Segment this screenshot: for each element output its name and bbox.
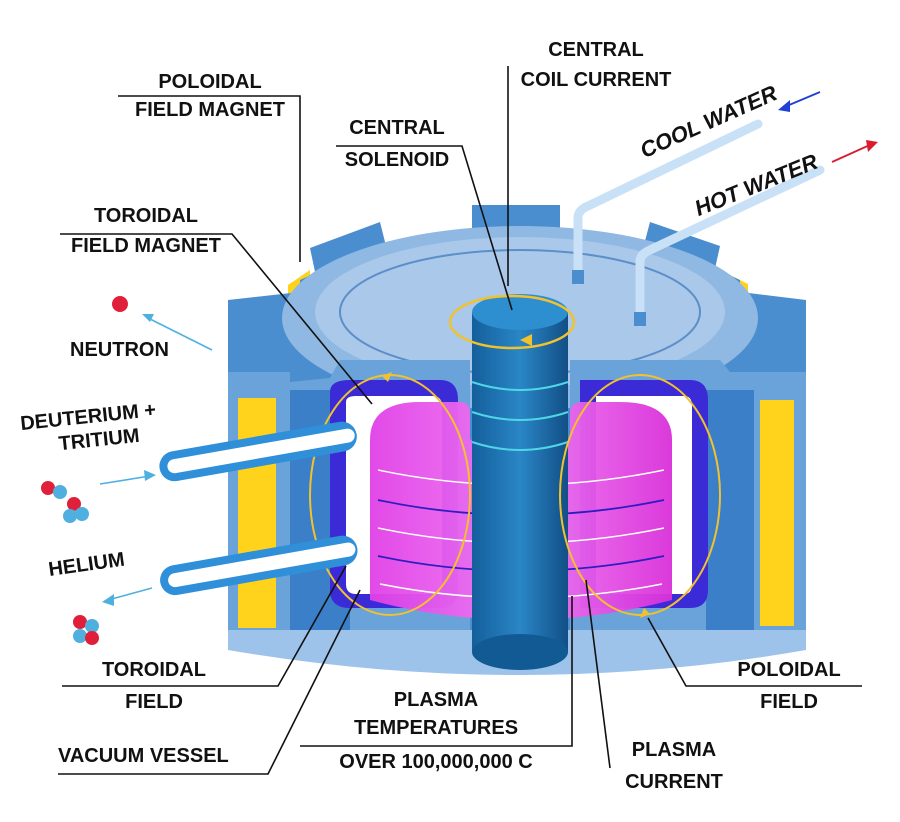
label-toroidal-field-magnet-line1: TOROIDAL xyxy=(93,205,199,227)
label-toroidal-field-magnet: TOROIDAL FIELD MAGNET xyxy=(60,206,232,256)
label-plasma-temperatures: PLASMA TEMPERATURES OVER 100,000,000 C xyxy=(318,690,554,772)
label-plasma-temperatures-line2: TEMPERATURES xyxy=(353,717,519,739)
leader-lines xyxy=(58,66,862,775)
yellow-magnet-right xyxy=(760,400,794,626)
label-poloidal-field-magnet: POLOIDAL FIELD MAGNET xyxy=(118,72,302,120)
leader-toroidal-field-magnet xyxy=(60,233,373,405)
leader-vacuum-vessel xyxy=(58,589,361,775)
helium-tube-bore xyxy=(168,542,356,588)
label-central-solenoid-line2: SOLENOID xyxy=(344,149,450,171)
poloidal-arrow-1 xyxy=(382,372,392,382)
tritium-proton xyxy=(67,497,81,511)
solenoid-band-2 xyxy=(471,411,569,421)
coil-current-loop xyxy=(448,294,576,350)
particles xyxy=(41,296,213,645)
hot-pipe-fitting xyxy=(634,312,646,326)
leader-plasma-temperatures xyxy=(300,596,573,747)
leader-poloidal-field xyxy=(647,617,862,687)
cool-pipe-fitting xyxy=(572,270,584,284)
leader-toroidal-field xyxy=(62,565,347,687)
helium-arrow-line xyxy=(107,587,153,601)
leader-central-solenoid xyxy=(336,145,513,311)
neutron-arrow-head xyxy=(142,314,154,322)
poloidal-field-lines xyxy=(309,372,721,618)
solenoid-bottom xyxy=(472,634,568,670)
label-central-coil-current-line2: COIL CURRENT xyxy=(520,69,672,91)
label-toroidal-field: TOROIDAL FIELD xyxy=(84,660,224,712)
cool-water-pipe xyxy=(573,119,763,285)
label-central-solenoid-line1: CENTRAL xyxy=(349,117,445,139)
label-poloidal-field-magnet-line1: POLOIDAL xyxy=(158,71,262,93)
poloidal-arrow-2 xyxy=(640,608,650,618)
helium-neutron-2 xyxy=(73,629,87,643)
helium-neutron-1 xyxy=(85,619,99,633)
dt-arrow-head xyxy=(144,470,156,481)
helium-proton-2 xyxy=(85,631,99,645)
water-arrows xyxy=(778,91,878,163)
vessel-wall-right xyxy=(706,390,754,630)
label-toroidal-field-line1: TOROIDAL xyxy=(101,659,207,681)
label-poloidal-field: POLOIDAL FIELD xyxy=(716,660,862,712)
neutron-arrow-line xyxy=(147,317,213,351)
tritium-neutron-2 xyxy=(63,509,77,523)
poloidal-loop-right xyxy=(559,374,721,616)
leader-plasma-current xyxy=(585,579,611,769)
coil-current-arrow xyxy=(520,334,532,346)
label-plasma-current-line1: PLASMA xyxy=(631,739,717,761)
solenoid-body xyxy=(472,312,568,652)
dt-arrow-line xyxy=(99,475,151,485)
tritium-neutron-1 xyxy=(75,507,89,521)
hot-water-pipe xyxy=(635,165,825,327)
helium-arrow-head xyxy=(102,594,114,606)
label-neutron: NEUTRON xyxy=(70,339,169,361)
label-plasma-temperatures-line1: PLASMA xyxy=(393,689,479,711)
label-central-solenoid: CENTRAL SOLENOID xyxy=(332,118,462,170)
central-solenoid xyxy=(448,294,576,670)
yellow-magnet-left xyxy=(238,398,276,628)
label-poloidal-field-line2: FIELD xyxy=(760,691,818,713)
label-toroidal-field-line2: FIELD xyxy=(125,691,183,713)
water-pipes xyxy=(159,119,825,596)
hot-water-arrow-line xyxy=(831,143,873,163)
label-central-coil-current-line1: CENTRAL xyxy=(548,39,644,61)
deuterium-proton xyxy=(41,481,55,495)
dt-tube-bore xyxy=(167,428,355,474)
cool-water-arrow-head xyxy=(778,100,790,112)
label-toroidal-field-magnet-line2: FIELD MAGNET xyxy=(71,235,221,257)
solenoid-top xyxy=(472,294,568,330)
label-poloidal-field-line1: POLOIDAL xyxy=(737,659,841,681)
label-plasma-current: PLASMA CURRENT xyxy=(612,740,736,792)
deuterium-neutron xyxy=(53,485,67,499)
solenoid-band-1 xyxy=(471,381,569,391)
leader-poloidal-field-magnet xyxy=(118,95,301,262)
solenoid-band-3 xyxy=(471,441,569,451)
label-central-coil-current: CENTRAL COIL CURRENT xyxy=(510,40,682,90)
neutron-particle xyxy=(112,296,128,312)
label-poloidal-field-magnet-line2: FIELD MAGNET xyxy=(135,99,285,121)
label-vacuum-vessel: VACUUM VESSEL xyxy=(58,745,229,767)
label-plasma-current-line2: CURRENT xyxy=(625,771,723,793)
helium-proton-1 xyxy=(73,615,87,629)
hot-water-arrow-head xyxy=(866,140,878,152)
label-plasma-temperatures-line3: OVER 100,000,000 C xyxy=(339,751,533,773)
